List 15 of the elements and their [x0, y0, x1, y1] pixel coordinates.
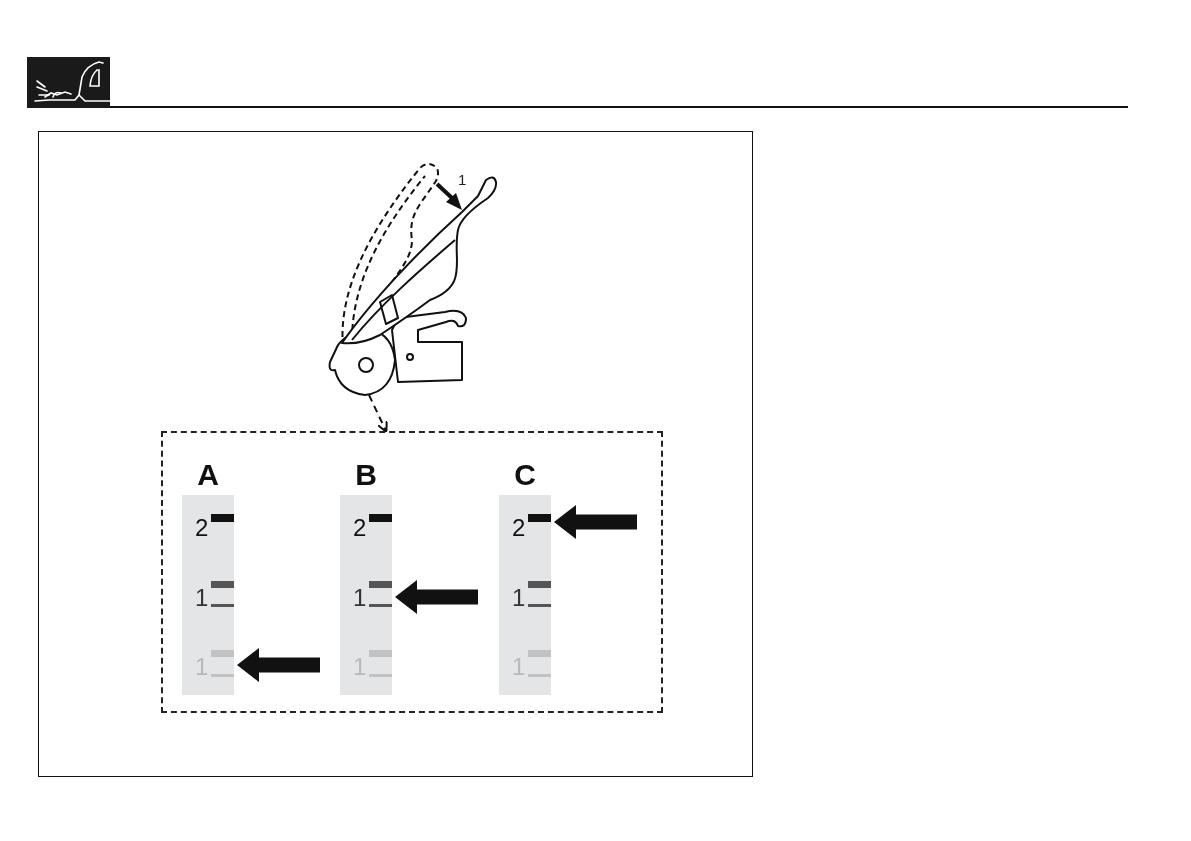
- detail-frame: [161, 431, 663, 713]
- indicator-arrow: [554, 505, 637, 539]
- scale-letter: A: [196, 457, 220, 493]
- scale-number: 1: [353, 586, 367, 610]
- callout-number: 1: [458, 172, 467, 188]
- scale-number: 1: [512, 586, 526, 610]
- scale-number: 1: [195, 586, 209, 610]
- scale-number: 2: [353, 516, 367, 540]
- scale-letter: C: [513, 457, 537, 493]
- scale-number: 2: [195, 516, 209, 540]
- scale-number: 2: [512, 516, 526, 540]
- dashed-arrow: [368, 394, 388, 433]
- indicator-arrow: [237, 648, 320, 682]
- scale-letter: B: [354, 457, 378, 493]
- indicator-arrow: [395, 580, 478, 614]
